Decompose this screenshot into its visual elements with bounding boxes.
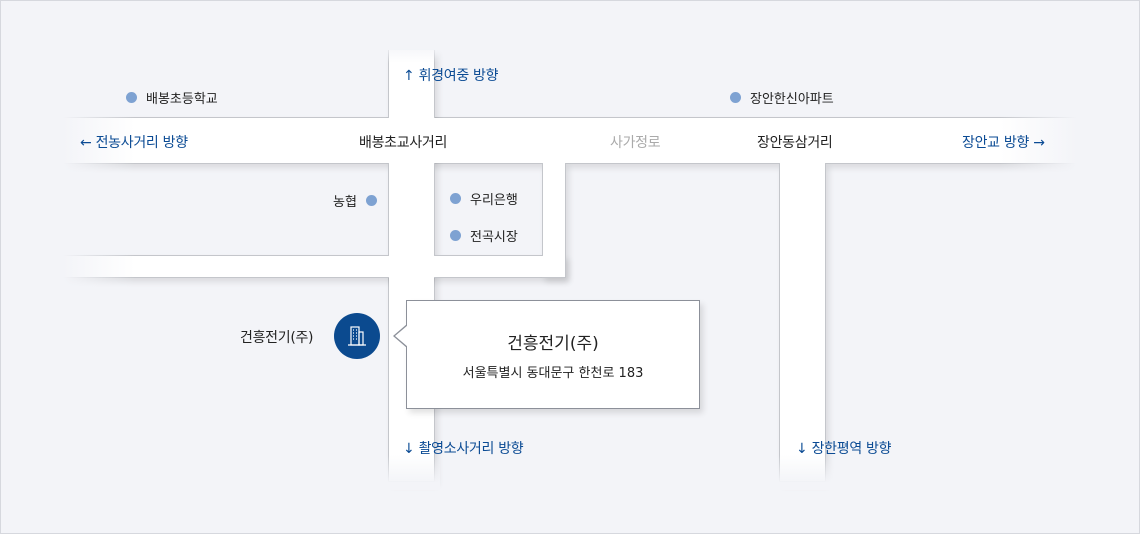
landmark-market: 전곡시장	[450, 226, 518, 245]
dot-icon	[730, 92, 741, 103]
company-callout: 건흥전기(주) 서울특별시 동대문구 한천로 183	[406, 300, 700, 409]
landmark-woori-bank: 우리은행	[450, 189, 518, 208]
landmark-school: 배봉초등학교	[126, 88, 218, 107]
intersection-jangan: 장안동삼거리	[757, 135, 833, 151]
dot-icon	[126, 92, 137, 103]
dot-icon	[450, 193, 461, 204]
direction-east: 장안교 방향 →	[962, 135, 1045, 151]
callout-address: 서울특별시 동대문구 한천로 183	[462, 366, 644, 381]
dot-icon	[450, 230, 461, 241]
direction-south-left: ↓ 촬영소사거리 방향	[403, 441, 524, 457]
company-label: 건흥전기(주)	[240, 330, 314, 346]
landmark-nonghyup: 농협	[333, 191, 377, 210]
building-icon[interactable]	[334, 313, 380, 359]
road-name-sagajeong: 사가정로	[610, 135, 661, 151]
callout-title: 건흥전기(주)	[507, 334, 599, 354]
intersection-baebong: 배봉초교사거리	[359, 135, 448, 151]
direction-west: ← 전농사거리 방향	[80, 135, 188, 151]
direction-south-right: ↓ 장한평역 방향	[796, 441, 892, 457]
direction-north: ↑ 휘경여중 방향	[403, 68, 499, 84]
landmark-apartment: 장안한신아파트	[730, 88, 834, 107]
dot-icon	[365, 195, 377, 206]
